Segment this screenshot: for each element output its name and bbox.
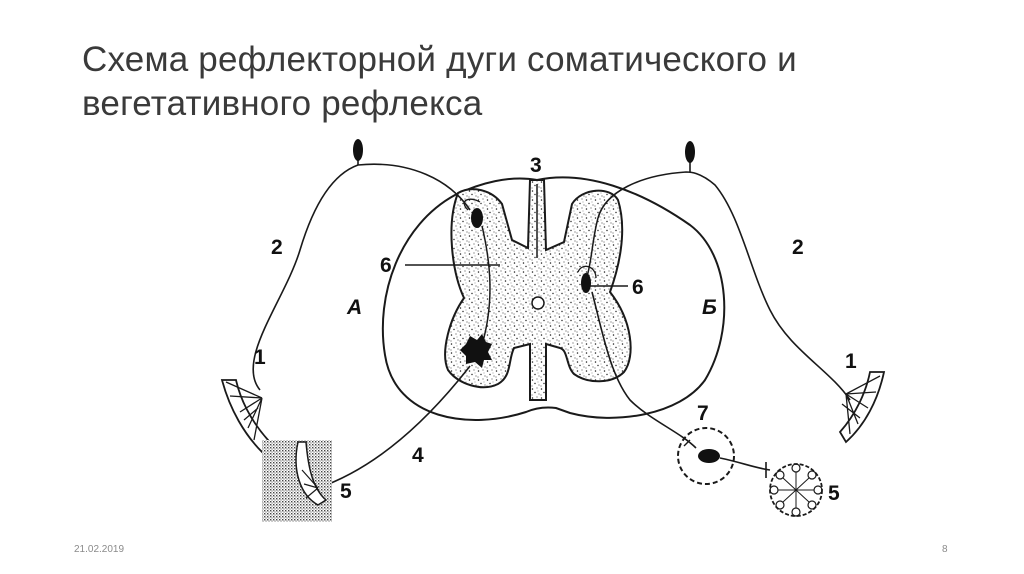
label-5-right: 5 [828, 482, 840, 505]
ganglion-neuron [698, 449, 720, 463]
label-7: 7 [697, 402, 709, 425]
spinal-ganglion-left [353, 139, 363, 161]
receptor-right [838, 371, 886, 444]
autonomic-ganglion [677, 427, 735, 485]
muscle-effector-left [262, 440, 332, 522]
gland-effector-right [769, 463, 823, 517]
lateral-horn-loop-right [577, 265, 597, 279]
slide-page-number: 8 [942, 544, 948, 555]
label-a: А [346, 296, 362, 319]
lateral-horn-neuron-right [581, 273, 591, 293]
label-5-left: 5 [340, 480, 352, 503]
label-4: 4 [412, 444, 424, 467]
postganglionic-fiber [719, 457, 771, 471]
slide-date: 21.02.2019 [74, 544, 125, 555]
efferent-fiber-left [317, 365, 471, 489]
title-line-1: Схема рефлекторной дуги соматического и [82, 40, 797, 79]
spinal-ganglion-right [685, 141, 695, 163]
interneuron-axon-left [481, 225, 491, 346]
label-3: 3 [530, 154, 542, 177]
interneuron-loop-left [463, 198, 481, 211]
afferent-fiber-left [252, 163, 471, 391]
interneuron-left [471, 208, 483, 228]
preganglionic-fiber [591, 291, 697, 449]
label-6-right: 6 [632, 276, 644, 299]
receptor-left [220, 379, 270, 454]
central-canal [531, 296, 545, 310]
label-b: Б [702, 296, 717, 319]
motor-neuron-left [460, 334, 492, 368]
slide-title: Схема рефлекторной дуги соматического и … [82, 38, 982, 126]
label-1-left: 1 [254, 346, 266, 369]
label-2-left: 2 [271, 236, 283, 259]
preganglionic-tip [683, 439, 691, 447]
label-2-right: 2 [792, 236, 804, 259]
label-1-right: 1 [845, 350, 857, 373]
title-line-2: вегетативного рефлекса [82, 84, 483, 123]
label-6-left: 6 [380, 254, 392, 277]
gray-matter [444, 179, 632, 401]
afferent-fiber-right [597, 171, 851, 401]
